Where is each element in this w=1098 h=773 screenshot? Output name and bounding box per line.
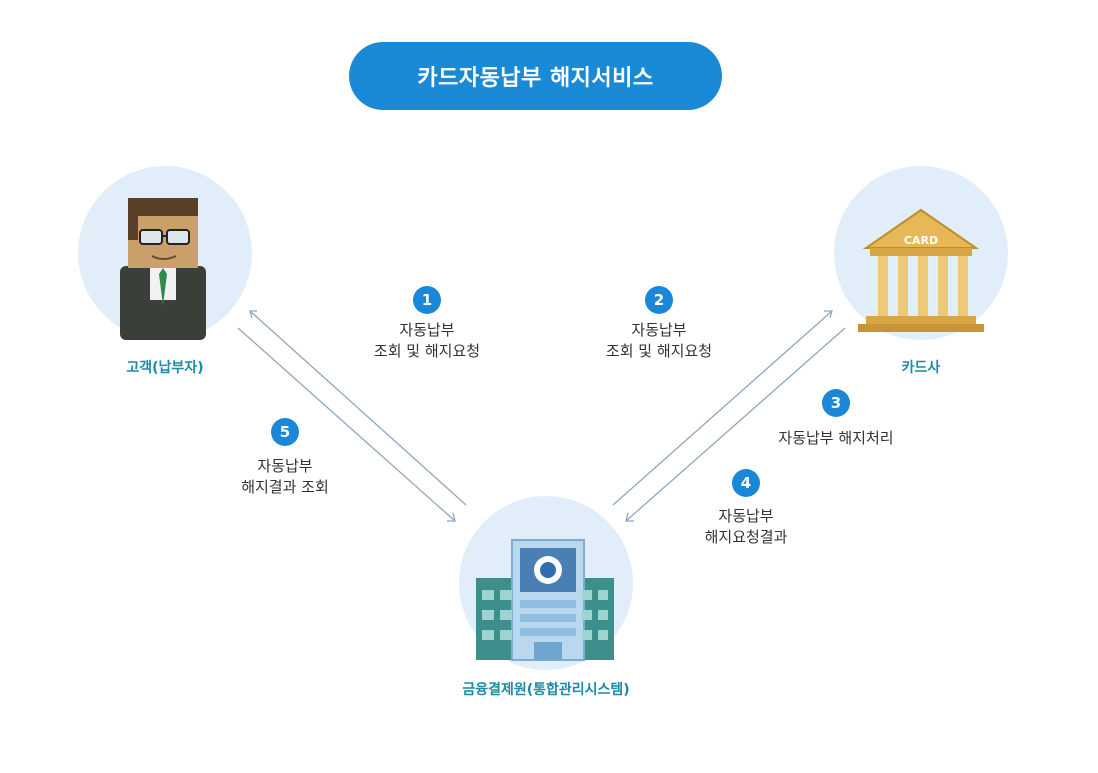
step-3-text: 자동납부 해지처리 [778, 429, 894, 447]
title-banner: 카드자동납부 해지서비스 [349, 42, 722, 110]
arrow-step-4 [625, 327, 846, 522]
bank-building-icon: CARD [858, 208, 984, 332]
arrow-step-1 [249, 310, 467, 506]
step-1-badge: 1 [413, 286, 441, 314]
customer-label: 고객(납부자) [126, 360, 204, 376]
arrow-step-5 [237, 327, 456, 522]
settlement-label: 금융결제원(통합관리시스템) [462, 682, 630, 698]
settlement-node [459, 496, 633, 670]
arrow-step-2 [612, 310, 833, 506]
office-building-icon [476, 539, 614, 661]
page-title: 카드자동납부 해지서비스 [417, 66, 654, 91]
step-3-badge: 3 [822, 389, 850, 417]
step-5-badge: 5 [271, 418, 299, 446]
card-company-node: CARD [834, 166, 1008, 340]
step-4-badge: 4 [732, 469, 760, 497]
card-company-label: 카드사 [901, 360, 941, 376]
bank-sign-text: CARD [904, 234, 938, 247]
customer-node [78, 166, 252, 340]
step-2-badge: 2 [645, 286, 673, 314]
customer-icon [120, 198, 206, 340]
